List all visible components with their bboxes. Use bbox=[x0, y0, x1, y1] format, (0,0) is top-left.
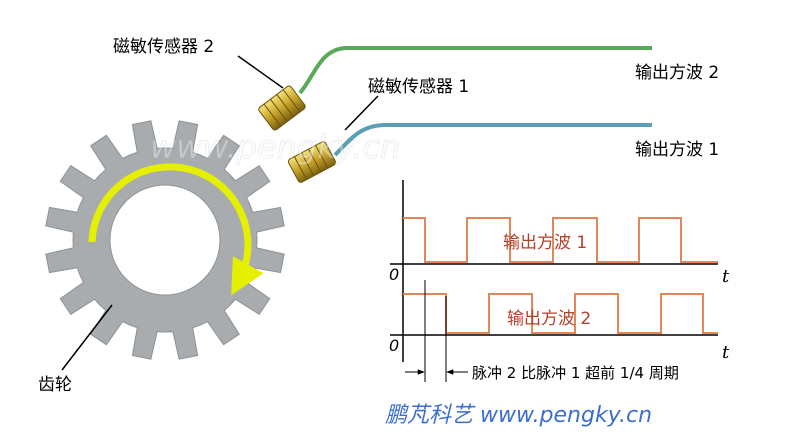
watermark: www.pengky.cn bbox=[150, 128, 400, 166]
time-axis-label-2: t bbox=[722, 342, 730, 363]
time-axis-label-1: t bbox=[722, 266, 730, 287]
lead-note: 脉冲 2 比脉冲 1 超前 1/4 周期 bbox=[472, 364, 679, 382]
sensor2-wire bbox=[298, 46, 652, 95]
magnetic-sensor-2 bbox=[258, 85, 306, 131]
rotation-arrow bbox=[88, 163, 264, 296]
gear-leader bbox=[61, 304, 113, 371]
pulse-wave-1 bbox=[403, 217, 718, 263]
wave1-label: 输出方波 1 bbox=[503, 233, 587, 253]
magnetic-sensor-1 bbox=[287, 141, 337, 183]
sensor1-wire bbox=[333, 123, 652, 157]
gear-label: 齿轮 bbox=[38, 375, 72, 395]
sensor2-label: 磁敏传感器 2 bbox=[113, 37, 214, 57]
origin-label-2: 0 bbox=[389, 336, 399, 355]
pulse-wave-2 bbox=[403, 293, 718, 334]
sensor1-label: 磁敏传感器 1 bbox=[368, 77, 469, 97]
brand-footer: 鹏芃科艺 www.pengky.cn bbox=[385, 403, 652, 428]
gear-wheel bbox=[45, 120, 285, 360]
output1-label: 输出方波 1 bbox=[635, 140, 719, 160]
origin-label-1: 0 bbox=[389, 265, 399, 284]
sensor2-leader bbox=[237, 55, 284, 89]
output2-label: 输出方波 2 bbox=[635, 63, 719, 83]
sensor1-leader bbox=[344, 95, 379, 131]
timing-diagram: 输出方波 1 输出方波 2 0 0 t t 脉冲 2 比脉冲 1 超前 1/4 … bbox=[389, 180, 730, 382]
wave2-label: 输出方波 2 bbox=[507, 309, 591, 329]
